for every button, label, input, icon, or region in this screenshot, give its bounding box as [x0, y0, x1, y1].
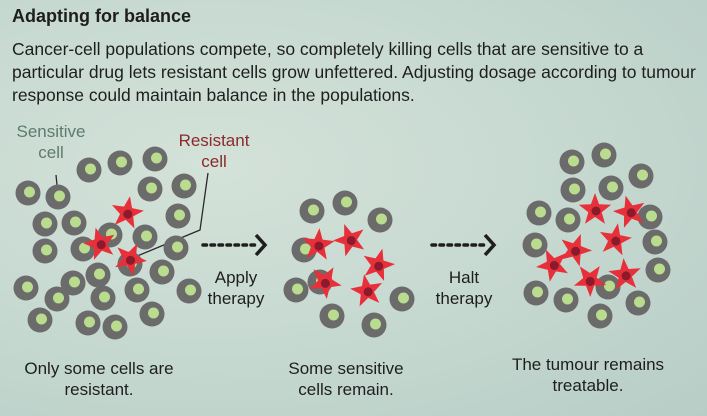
sensitive-cell — [637, 204, 663, 230]
sensitive-cell — [90, 285, 116, 311]
step-arrows — [201, 233, 497, 257]
sensitive-cell — [149, 259, 175, 285]
sensitive-cell — [171, 173, 197, 199]
resistant-cell — [612, 195, 645, 228]
sensitive-cell — [85, 262, 111, 288]
resistant-cell — [350, 274, 383, 307]
step-apply-line1: Apply — [214, 268, 258, 287]
sensitive-cell — [553, 287, 579, 313]
sensitive-cell-label: Sensitive cell — [6, 121, 96, 163]
step-halt-line2: therapy — [435, 289, 493, 308]
caption-1-line1: Only some cells are — [24, 359, 174, 378]
sensitive-cell — [595, 274, 621, 300]
caption-3-line1: The tumour remains — [511, 355, 665, 374]
sensitive-cell — [45, 184, 71, 210]
step-label-halt-therapy: Halt therapy — [414, 267, 514, 309]
sensitive-cell — [139, 301, 165, 327]
sensitive-cell — [102, 314, 128, 340]
sensitive-cell — [523, 280, 549, 306]
sensitive-cell — [163, 235, 189, 261]
sensitive-cell — [299, 198, 325, 224]
sensitive-cell — [559, 149, 585, 175]
resistant-pointer-line — [129, 172, 209, 260]
sensitive-cell — [32, 238, 58, 264]
sensitive-cell — [15, 180, 41, 206]
resistant-cell — [599, 223, 632, 256]
caption-2-line1: Some sensitive — [288, 359, 404, 378]
sensitive-cell — [522, 232, 548, 258]
sensitive-cell — [76, 157, 102, 183]
resistant-cell-label: Resistant cell — [164, 130, 264, 172]
resistant-label-line2: cell — [201, 152, 227, 171]
sensitive-cell — [142, 146, 168, 172]
sensitive-cell — [107, 150, 133, 176]
sensitive-cell — [27, 307, 53, 333]
resistant-cell — [111, 196, 144, 229]
step-label-apply-therapy: Apply therapy — [186, 267, 286, 309]
intro-text: Cancer-cell populations compete, so comp… — [12, 39, 696, 105]
sensitive-cell — [598, 175, 624, 201]
resistant-cell — [302, 228, 335, 260]
caption-panel-1: Only some cells are resistant. — [0, 358, 198, 400]
sensitive-cell — [560, 177, 586, 203]
resistant-cell — [578, 193, 612, 224]
caption-panel-2: Some sensitive cells remain. — [266, 358, 426, 400]
sensitive-cell — [132, 224, 158, 250]
resistant-cell — [332, 224, 365, 257]
caption-2-line2: cells remain. — [298, 380, 394, 399]
resistant-cell — [536, 249, 568, 282]
sensitive-cell — [555, 207, 581, 233]
arrow-halt-therapy — [430, 233, 497, 257]
sensitive-cell — [389, 286, 415, 312]
sensitive-cell — [283, 277, 309, 303]
sensitive-cell — [75, 310, 101, 336]
resistant-cell — [309, 267, 342, 299]
sensitive-cell — [591, 142, 617, 168]
sensitive-cell — [61, 210, 87, 236]
resistant-cell — [115, 243, 147, 276]
caption-panel-3: The tumour remains treatable. — [488, 354, 688, 396]
sensitive-cell — [628, 163, 654, 189]
sensitive-cell — [124, 277, 150, 303]
sensitive-cell — [13, 275, 39, 301]
sensitive-cell — [44, 286, 70, 312]
arrow-apply-therapy — [201, 233, 268, 257]
step-apply-line2: therapy — [207, 289, 265, 308]
cell-clusters — [13, 142, 671, 340]
sensitive-label-line2: cell — [38, 143, 64, 162]
sensitive-cell — [70, 236, 96, 262]
sensitive-cell — [361, 312, 387, 338]
sensitive-cell — [645, 257, 671, 283]
sensitive-label-line1: Sensitive — [16, 122, 86, 141]
sensitive-cell — [526, 200, 552, 226]
sensitive-cell — [137, 176, 163, 202]
sensitive-cell — [176, 278, 202, 304]
resistant-cell — [363, 248, 396, 281]
resistant-label-line1: Resistant — [178, 131, 250, 150]
sensitive-cell — [642, 229, 668, 255]
resistant-cell — [573, 266, 607, 298]
resistant-cell — [560, 234, 593, 267]
figure-title: Adapting for balance — [12, 6, 192, 26]
sensitive-cell — [319, 303, 345, 329]
resistant-cell — [82, 227, 115, 260]
caption-3-line2: treatable. — [552, 376, 624, 395]
sensitive-cell — [60, 270, 86, 296]
sensitive-cell — [587, 303, 613, 329]
step-halt-line1: Halt — [448, 268, 480, 287]
sensitive-cell — [32, 211, 58, 237]
sensitive-cell — [165, 203, 191, 229]
sensitive-cell — [367, 207, 393, 233]
caption-1-line2: resistant. — [64, 380, 134, 399]
sensitive-cell — [332, 190, 358, 216]
resistant-cell — [608, 258, 641, 290]
sensitive-cell — [625, 290, 651, 316]
